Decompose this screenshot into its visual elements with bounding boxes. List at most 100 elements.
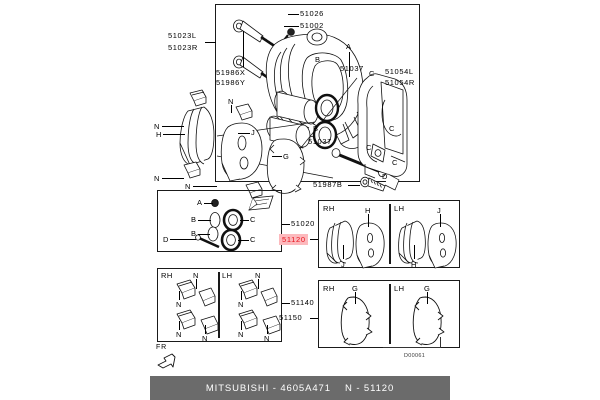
- leader-shim-lh: [427, 292, 428, 304]
- shim-lh-callout: G: [424, 284, 431, 293]
- leader-51987b: [348, 185, 360, 186]
- leader-51002: [284, 26, 299, 27]
- leader-51986x: [243, 31, 244, 67]
- leader-51020: [282, 224, 290, 225]
- shim-panel-divider: [389, 284, 391, 344]
- clip-lh-callout-1: N: [255, 271, 261, 280]
- callout-d-kit: D: [163, 235, 169, 244]
- leader-j-pad: [238, 133, 250, 134]
- leader-pad-lh-left: [414, 245, 415, 259]
- leader-h-pad: [163, 134, 185, 135]
- pad-set-panel: [318, 200, 460, 268]
- label-51002: 51002: [300, 21, 324, 30]
- clip-rh-callout-1: N: [193, 271, 199, 280]
- seal-kit-panel: [157, 190, 282, 252]
- callout-c-bracket-top: C: [389, 124, 395, 133]
- leader-c-kit-upper: [240, 220, 249, 221]
- leader-clip-rh-1: [196, 279, 197, 289]
- callout-d-caliper: D: [382, 172, 388, 181]
- leader-clip-lh-4: [267, 325, 268, 334]
- pad-set-rh-title: RH: [323, 204, 335, 213]
- label-51986X: 51986X: [216, 68, 246, 77]
- callout-n-1: N: [154, 122, 160, 131]
- label-51026: 51026: [300, 9, 324, 18]
- leader-clip-rh-3: [179, 321, 180, 330]
- pad-set-rh-callout-left: J: [341, 260, 346, 269]
- label-51054L: 51054L: [385, 67, 414, 76]
- leader-clip-lh-3: [241, 321, 242, 330]
- pad-set-lh-callout-right: J: [437, 206, 442, 215]
- clip-panel-divider: [218, 272, 220, 338]
- label-51140: 51140: [291, 298, 315, 307]
- leader-n-3: [162, 178, 184, 179]
- clip-lh-callout-3: N: [238, 330, 244, 339]
- callout-b-upper: B: [315, 55, 321, 64]
- diagram-code: D00061: [404, 353, 426, 359]
- callout-h-pad: H: [156, 130, 162, 139]
- callout-c-upper: C: [369, 69, 375, 78]
- leader-a-kit: [204, 203, 213, 204]
- leader-pad-rh-left: [343, 245, 344, 259]
- shim-lh-title: LH: [394, 284, 405, 293]
- leader-clip-lh-2: [241, 291, 242, 300]
- callout-b-kit-upper: B: [191, 215, 197, 224]
- leader-n-4: [193, 186, 217, 187]
- footer-text: MITSUBISHI - 4605A471 N - 51120: [205, 382, 395, 394]
- label-51020: 51020: [291, 219, 315, 228]
- shim-rh-callout: G: [352, 284, 359, 293]
- callout-j-pad: J: [251, 128, 256, 137]
- caliper-assembly-panel: [215, 4, 420, 182]
- label-51037-lower: 51037: [308, 137, 332, 146]
- label-51120-highlight[interactable]: 51120: [279, 234, 308, 245]
- callout-b-kit-lower: B: [191, 229, 197, 238]
- label-51037-upper: 51037: [340, 64, 364, 73]
- clip-lh-callout-2: N: [238, 300, 244, 309]
- callout-c-kit-upper: C: [250, 215, 256, 224]
- callout-a-caliper: A: [346, 42, 352, 51]
- label-51150: 51150: [279, 313, 303, 322]
- leader-pad-lh-right: [440, 214, 441, 227]
- callout-c-bracket-bottom: C: [392, 158, 398, 167]
- callout-n-2: N: [228, 97, 234, 106]
- label-51987B: 51987B: [313, 180, 343, 189]
- leader-n-1: [162, 126, 184, 127]
- leader-clip-rh-2: [179, 291, 180, 300]
- leader-c-kit-lower: [238, 240, 249, 241]
- clip-panel: [157, 268, 282, 342]
- leader-pad-rh-right: [368, 214, 369, 227]
- label-51986Y: 51986Y: [216, 78, 246, 87]
- pad-set-rh-callout-right: H: [365, 206, 371, 215]
- callout-c-lower: C: [366, 143, 372, 152]
- leader-clip-rh-4: [205, 325, 206, 334]
- leader-51120: [310, 239, 318, 240]
- fr-arrow-icon: [157, 353, 176, 369]
- pad-set-lh-callout-left: H: [411, 260, 417, 269]
- leader-b-kit-lower: [198, 234, 210, 235]
- callout-g-pad: G: [283, 152, 290, 161]
- label-51054R: 51054R: [385, 78, 415, 87]
- shim-rh-title: RH: [323, 284, 335, 293]
- leader-g-pad: [272, 156, 282, 157]
- leader-clip-lh-1: [258, 279, 259, 289]
- leader-shim-rh: [355, 292, 356, 304]
- leader-d-kit: [170, 239, 196, 240]
- clip-rh-callout-3: N: [176, 330, 182, 339]
- leader-51023: [205, 42, 216, 43]
- leader-a-caliper: [349, 52, 350, 77]
- footer-bar: MITSUBISHI - 4605A471 N - 51120: [150, 376, 450, 400]
- leader-b-kit-upper: [198, 220, 211, 221]
- clip-panel-rh-title: RH: [161, 271, 173, 280]
- label-51023R: 51023R: [168, 43, 198, 52]
- clip-lh-callout-4: N: [264, 334, 270, 343]
- callout-c-kit-lower: C: [250, 235, 256, 244]
- callout-n-4: N: [185, 182, 191, 191]
- callout-b-lower: B: [313, 124, 319, 133]
- clip-rh-callout-2: N: [176, 300, 182, 309]
- leader-51026: [288, 14, 299, 15]
- clip-rh-callout-4: N: [202, 334, 208, 343]
- pad-set-lh-title: LH: [394, 204, 405, 213]
- fr-orientation-label: FR: [156, 344, 167, 351]
- callout-a-kit: A: [197, 198, 203, 207]
- pad-set-divider: [389, 204, 391, 264]
